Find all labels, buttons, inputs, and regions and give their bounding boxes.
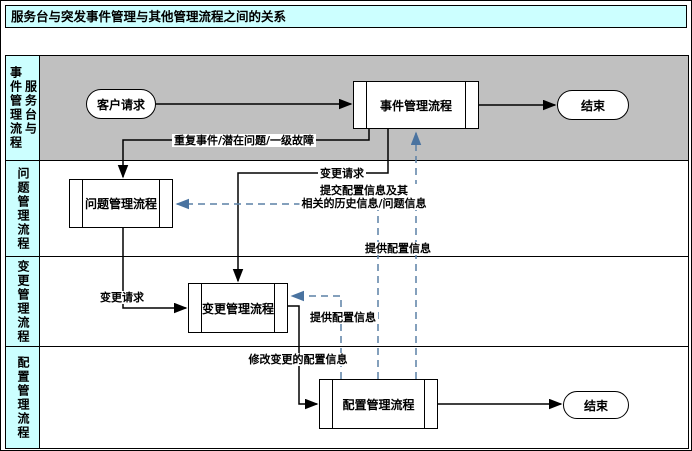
predefined-process-bar: [366, 81, 367, 129]
predefined-process-bar: [201, 283, 202, 333]
node-change-process-label: 变更管理流程: [201, 301, 274, 316]
edge-incident-to-change: [232, 129, 389, 283]
edge-label-change-request-from-incident: 变更请求: [318, 167, 366, 180]
node-customer-request-label: 客户请求: [96, 97, 145, 112]
predefined-process-bar: [332, 379, 333, 429]
edge-label-provide-config-to-change: 提供配置信息: [308, 311, 378, 324]
lane-label-servicedesk: 服务台与: [23, 80, 38, 136]
lane-body-change: [39, 256, 689, 347]
edge-problem-to-change: [122, 228, 188, 314]
predefined-process-bar: [424, 379, 425, 429]
edge-label-duplicate-incident: 重复事件/潜在问题/一级故障: [171, 134, 317, 147]
node-config-process[interactable]: 配置管理流程: [319, 379, 438, 429]
predefined-process-bar: [465, 81, 466, 129]
lane-header-config: 配置管理流程: [5, 346, 40, 449]
node-incident-end[interactable]: 结束: [557, 90, 629, 120]
predefined-process-bar: [274, 283, 275, 333]
node-config-process-label: 配置管理流程: [342, 397, 415, 412]
edge-label-submit-config-line1: 提交配置信息及其: [320, 184, 408, 197]
diagram-title: 服务台与突发事件管理与其他管理流程之间的关系: [5, 5, 687, 28]
predefined-process-bar: [159, 179, 160, 228]
edge-label-submit-config-line2: 相关的历史信息/问题信息: [301, 197, 427, 210]
node-customer-request[interactable]: 客户请求: [86, 89, 156, 119]
node-change-process[interactable]: 变更管理流程: [188, 283, 288, 333]
lane-label-change: 变更管理流程: [16, 259, 30, 344]
lane-label-config: 配置管理流程: [16, 355, 30, 440]
node-problem-process[interactable]: 问题管理流程: [69, 179, 173, 228]
node-incident-process-label: 事件管理流程: [379, 98, 452, 113]
lane-label-problem: 问题管理流程: [16, 166, 30, 251]
node-config-end-label: 结束: [583, 398, 608, 413]
edge-config-info-to-change: [290, 290, 342, 379]
edge-label-provide-config-to-incident: 提供配置信息: [363, 242, 433, 255]
node-problem-process-label: 问题管理流程: [84, 197, 157, 211]
node-incident-end-label: 结束: [580, 98, 605, 113]
node-config-end[interactable]: 结束: [563, 391, 629, 419]
edge-label-change-request-from-problem: 变更请求: [98, 291, 146, 304]
lane-header-problem: 问题管理流程: [5, 160, 40, 257]
predefined-process-bar: [82, 179, 83, 228]
edge-label-submit-config: 提交配置信息及其 相关的历史信息/问题信息: [299, 184, 429, 210]
edge-label-modify-change-config: 修改变更的配置信息: [246, 353, 350, 366]
lane-header-servicedesk-incident: 事件管理流程 服务台与: [5, 55, 40, 161]
lane-label-incident-management: 事件管理流程: [8, 66, 23, 150]
node-incident-process[interactable]: 事件管理流程: [353, 81, 479, 129]
